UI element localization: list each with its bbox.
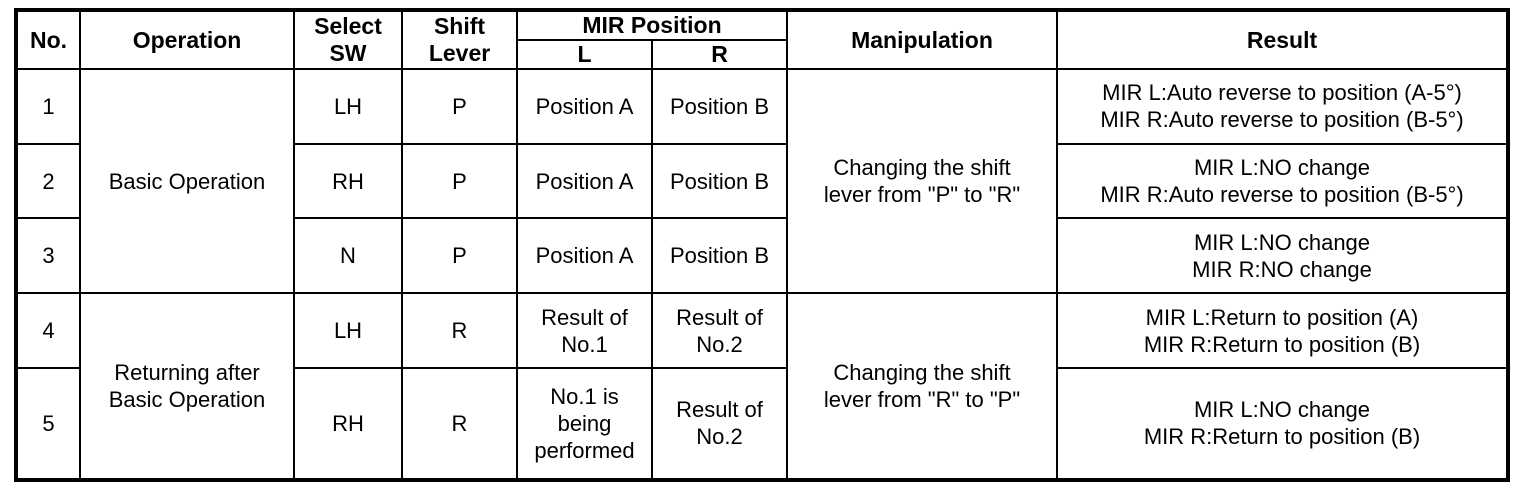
cell-select-sw: LH bbox=[293, 292, 403, 369]
header-row-primary: No. Operation Select SW Shift Lever MIR … bbox=[15, 9, 1509, 70]
cell-result: MIR L:NO change MIR R:Auto reverse to po… bbox=[1056, 142, 1509, 220]
cell-select-sw: N bbox=[293, 217, 403, 295]
cell-mir-l: Position A bbox=[516, 217, 653, 295]
table-row: 4 Returning after Basic Operation LH R R… bbox=[15, 292, 1509, 481]
cell-select-sw: RH bbox=[293, 366, 403, 482]
column-header-shift-lever: Shift Lever bbox=[401, 9, 518, 70]
cell-result: MIR L:NO change MIR R:Return to position… bbox=[1056, 366, 1509, 482]
cell-select-sw: LH bbox=[293, 68, 403, 145]
cell-mir-r: Result of No.2 bbox=[651, 366, 788, 482]
column-header-operation: Operation bbox=[79, 9, 295, 70]
cell-shift-lever: P bbox=[401, 142, 518, 220]
column-header-mir-position: MIR Position bbox=[516, 9, 788, 41]
cell-result: MIR L:Auto reverse to position (A-5°) MI… bbox=[1056, 68, 1509, 145]
cell-result: MIR L:Return to position (A) MIR R:Retur… bbox=[1056, 292, 1509, 369]
cell-operation-group: Basic Operation bbox=[79, 67, 295, 295]
cell-shift-lever: R bbox=[401, 292, 518, 369]
table-header: No. Operation Select SW Shift Lever MIR … bbox=[15, 9, 1509, 70]
mir-operation-table: No. Operation Select SW Shift Lever MIR … bbox=[14, 8, 1510, 482]
spec-table-container: No. Operation Select SW Shift Lever MIR … bbox=[14, 8, 1510, 482]
table-row: 2 RH P Position A Position B MIR L:NO ch… bbox=[15, 142, 1509, 220]
cell-manipulation-group: Changing the shift lever from "P" to "R" bbox=[786, 67, 1058, 295]
cell-result: MIR L:NO change MIR R:NO change bbox=[1056, 217, 1509, 295]
column-header-mir-l: L bbox=[516, 39, 653, 70]
cell-no: 4 bbox=[15, 292, 81, 369]
cell-shift-lever: P bbox=[401, 68, 518, 145]
column-header-mir-r: R bbox=[651, 39, 788, 70]
cell-mir-l: No.1 is being performed bbox=[516, 366, 653, 482]
cell-mir-l: Position A bbox=[516, 68, 653, 145]
cell-shift-lever: R bbox=[401, 366, 518, 482]
cell-mir-r: Position B bbox=[651, 68, 788, 145]
table-row: 1 Basic Operation LH P Position A Positi… bbox=[15, 67, 1509, 295]
column-header-manipulation: Manipulation bbox=[786, 9, 1058, 70]
cell-no: 3 bbox=[15, 217, 81, 295]
cell-select-sw: RH bbox=[293, 142, 403, 220]
header-row-secondary: L R bbox=[16, 39, 1508, 70]
table-body: 1 Basic Operation LH P Position A Positi… bbox=[15, 67, 1509, 482]
cell-no: 1 bbox=[15, 68, 81, 145]
cell-mir-r: Position B bbox=[651, 142, 788, 220]
cell-mir-r: Position B bbox=[651, 217, 788, 295]
cell-no: 5 bbox=[15, 366, 81, 482]
cell-mir-l: Result of No.1 bbox=[516, 292, 653, 369]
table-row: 3 N P Position A Position B MIR L:NO cha… bbox=[15, 217, 1509, 295]
column-header-no: No. bbox=[15, 9, 81, 70]
cell-no: 2 bbox=[15, 142, 81, 220]
table-row: 5 RH R No.1 is being performed Result of… bbox=[15, 366, 1509, 482]
cell-mir-l: Position A bbox=[516, 142, 653, 220]
cell-operation-group: Returning after Basic Operation bbox=[79, 292, 295, 481]
column-header-select-sw: Select SW bbox=[293, 9, 403, 70]
cell-mir-r: Result of No.2 bbox=[651, 292, 788, 369]
cell-manipulation-group: Changing the shift lever from "R" to "P" bbox=[786, 292, 1058, 481]
column-header-result: Result bbox=[1056, 9, 1509, 70]
cell-shift-lever: P bbox=[401, 217, 518, 295]
